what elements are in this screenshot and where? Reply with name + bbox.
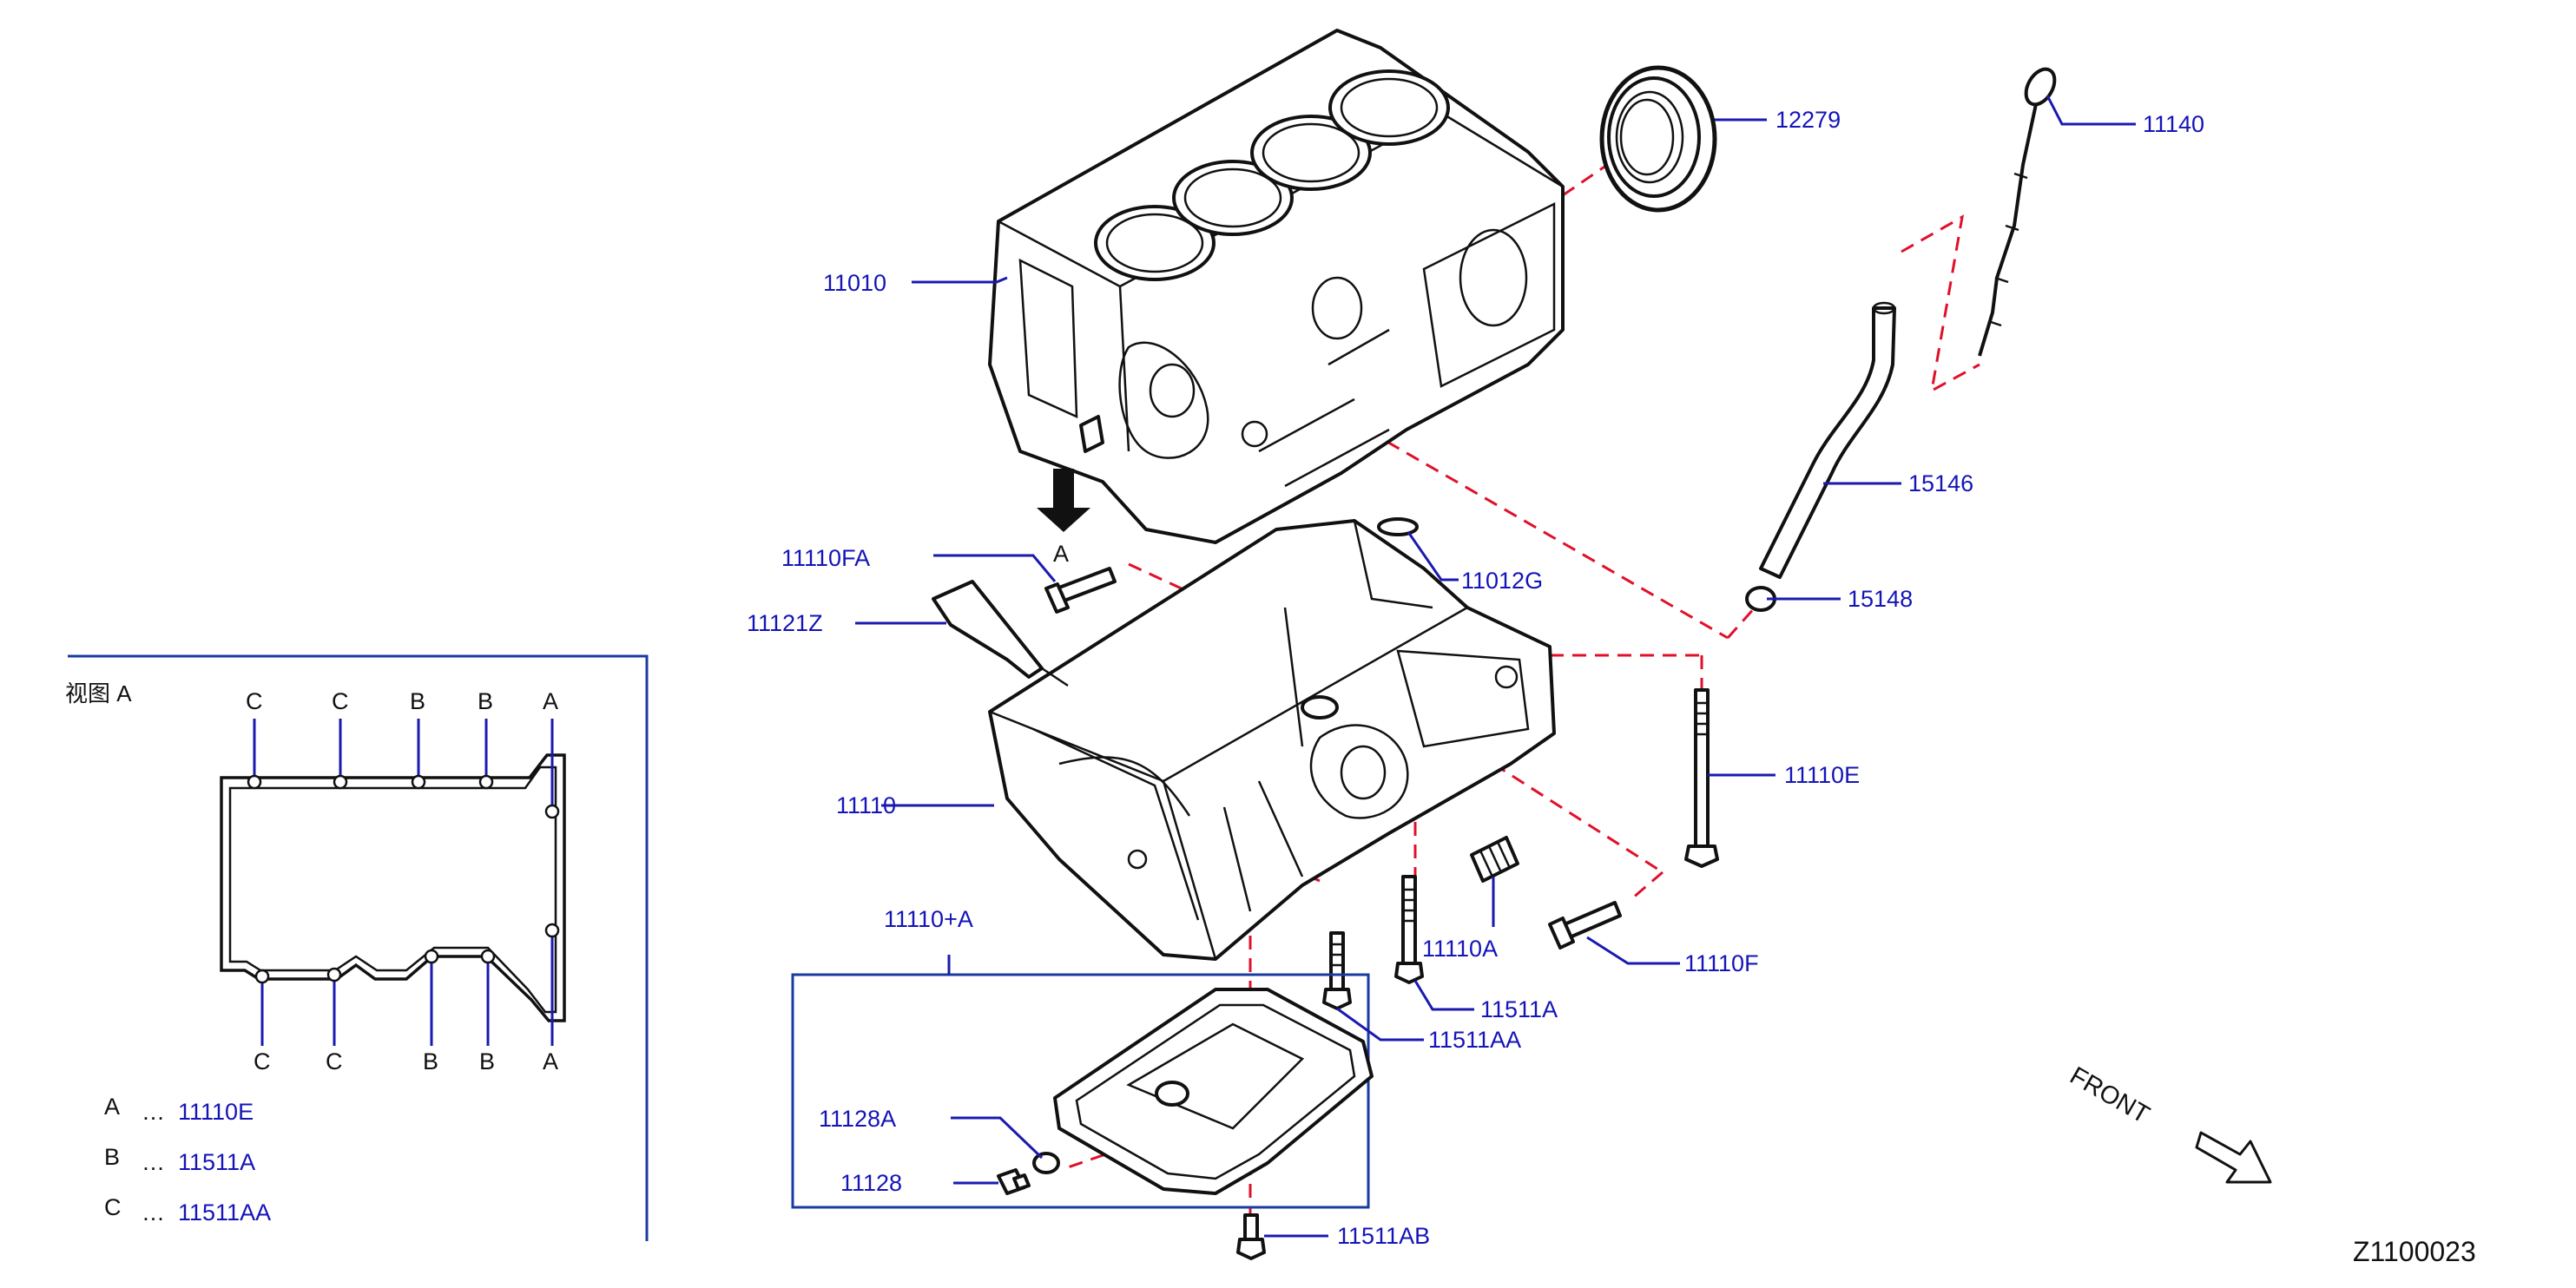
inset-top-letter-1: C: [246, 688, 263, 714]
legend-sep-a: …: [142, 1099, 165, 1125]
part-number-labels: 12279 11140 11010 15146 15148 11110FA 11…: [747, 107, 2204, 1249]
liquid-gasket-tube: [932, 580, 1069, 687]
bolt-11110e: [1684, 688, 1719, 868]
oil-pan-lower-group: [791, 955, 1374, 1209]
drain-plug: [997, 1168, 1031, 1195]
legend-value-a: 11110E: [178, 1099, 254, 1125]
inset-top-letter-2: C: [332, 688, 349, 714]
legend-sep-b: …: [142, 1149, 165, 1175]
callout-15146[interactable]: 15146: [1908, 470, 1973, 496]
legend-key-c: C: [104, 1194, 122, 1220]
legend-key-b: B: [104, 1144, 120, 1170]
bolt-11511a: [1394, 875, 1424, 984]
inset-top-letter-3: B: [410, 688, 425, 714]
legend-sep-c: …: [142, 1199, 165, 1226]
bolt-11110fa: [1044, 567, 1117, 614]
callout-11110a[interactable]: 11110A: [1422, 936, 1498, 962]
callout-11010[interactable]: 11010: [823, 270, 886, 296]
oil-pan-upper: [988, 519, 1556, 961]
legend-key-a: A: [104, 1094, 120, 1120]
front-label: FRONT: [2065, 1061, 2155, 1129]
inset-bottom-letter-3: B: [423, 1048, 438, 1074]
bolt-11511aa: [1322, 931, 1352, 1010]
callout-11110e[interactable]: 11110E: [1784, 762, 1860, 788]
callout-11110-plus-a[interactable]: 11110+A: [884, 906, 973, 932]
callout-11012g[interactable]: 11012G: [1461, 568, 1543, 594]
view-arrow-label: A: [1053, 541, 1069, 567]
callout-11110fa[interactable]: 11110FA: [781, 545, 870, 571]
inset-bottom-letter-4: B: [479, 1048, 495, 1074]
oil-strainer-o-ring: [1377, 517, 1419, 536]
callout-15148[interactable]: 15148: [1848, 586, 1913, 612]
inset-top-bolts: C C B B A: [246, 688, 560, 819]
stud-11110a: [1470, 836, 1519, 883]
view-arrow: A: [1037, 469, 1090, 567]
inset-legend: A … 11110E B … 11511A C … 11511AA: [104, 1094, 271, 1226]
inset-top-letter-4: B: [478, 688, 493, 714]
dipstick-guide-tube: [1759, 301, 1896, 579]
rear-oil-seal: [1599, 65, 1717, 213]
inset-pan-outline: [220, 753, 566, 1022]
callout-11511ab[interactable]: 11511AB: [1337, 1223, 1430, 1249]
bolt-11110f: [1548, 901, 1622, 950]
callout-12279[interactable]: 12279: [1776, 107, 1841, 133]
callout-11140[interactable]: 11140: [2143, 111, 2204, 137]
callout-11128a[interactable]: 11128A: [819, 1106, 896, 1132]
inset-bottom-bolts: C C B B A: [254, 923, 560, 1074]
front-arrow-icon: [2195, 1131, 2272, 1184]
legend-value-c: 11511AA: [178, 1199, 271, 1226]
diagram-code: Z1100023: [2353, 1236, 2476, 1267]
inset-bottom-letter-1: C: [254, 1048, 271, 1074]
inset-top-letter-5: A: [543, 688, 558, 714]
callout-11511aa[interactable]: 11511AA: [1428, 1027, 1521, 1053]
view-a-inset: 视图 A C C B B A: [65, 654, 649, 1241]
cylinder-block: [988, 29, 1565, 544]
inset-bottom-letter-2: C: [326, 1048, 343, 1074]
oil-dipstick: [1978, 67, 2057, 357]
callout-11110[interactable]: 11110: [836, 792, 896, 818]
legend-value-b: 11511A: [178, 1149, 255, 1175]
callout-11128[interactable]: 11128: [840, 1170, 902, 1196]
callout-11121z[interactable]: 11121Z: [747, 610, 823, 636]
drain-plug-washer: [1032, 1152, 1060, 1174]
inset-bottom-letter-5: A: [543, 1048, 558, 1074]
front-indicator: FRONT: [2065, 1061, 2272, 1184]
callout-leaders: [855, 95, 2136, 1238]
bolt-11511ab: [1236, 1213, 1266, 1260]
callout-11511a[interactable]: 11511A: [1480, 996, 1558, 1022]
callout-11110f[interactable]: 11110F: [1684, 950, 1759, 976]
inset-title: 视图 A: [65, 680, 132, 706]
